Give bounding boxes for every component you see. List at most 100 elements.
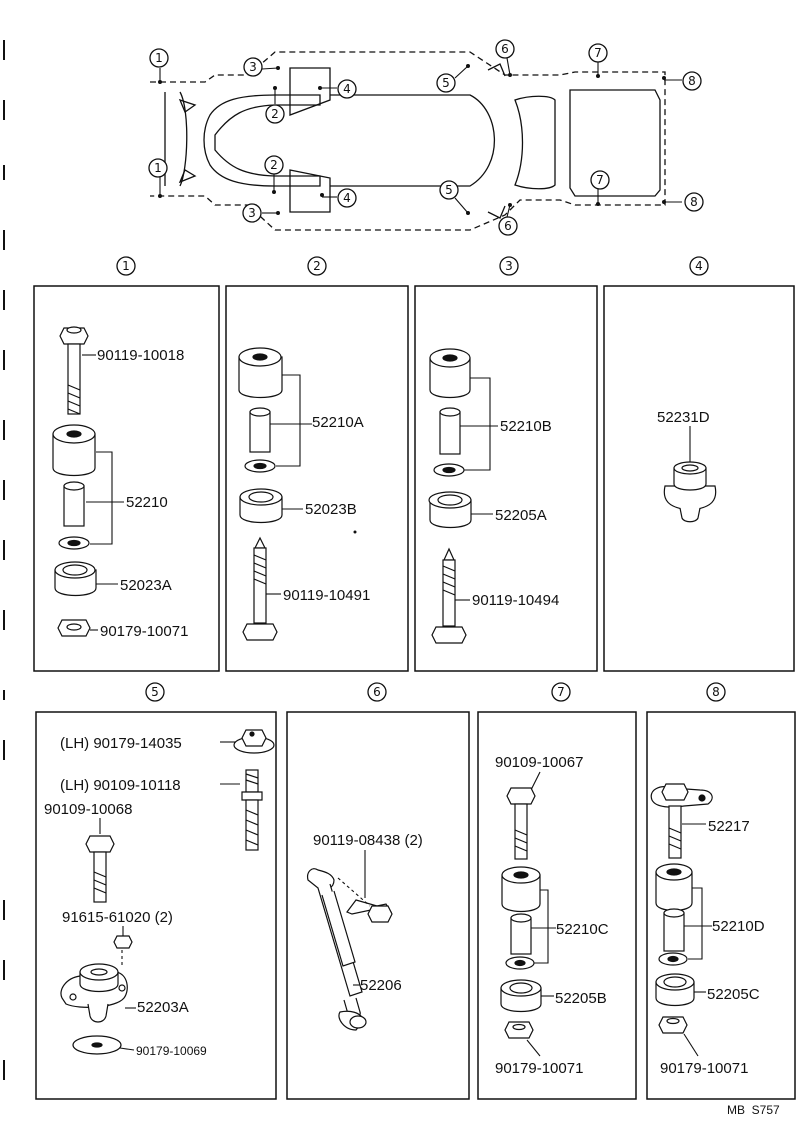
bolt-drawing bbox=[59, 326, 89, 415]
frame-callout: 6 bbox=[498, 216, 518, 236]
part-number: (LH) 90109-10118 bbox=[60, 777, 181, 794]
bolt-drawing bbox=[506, 787, 536, 860]
section-header-1: 1 bbox=[116, 256, 136, 276]
part-number: 90179-10069 bbox=[136, 1044, 207, 1058]
svg-text:4: 4 bbox=[695, 259, 703, 273]
svg-text:7: 7 bbox=[557, 685, 565, 699]
part-number: 52210C bbox=[556, 921, 609, 938]
frame-callout: 1 bbox=[148, 158, 168, 178]
mount-cushion-drawing bbox=[663, 461, 717, 523]
frame-callout: 4 bbox=[337, 188, 357, 208]
svg-text:5: 5 bbox=[445, 183, 453, 197]
part-number: 52205B bbox=[555, 990, 607, 1007]
bracket-bolt-drawing bbox=[650, 783, 713, 859]
frame-overview: 1 1 2 2 3 3 4 4 5 5 6 6 7 7 8 8 bbox=[148, 39, 704, 236]
svg-text:3: 3 bbox=[505, 259, 513, 273]
part-number: 90179-10071 bbox=[100, 623, 188, 640]
part-number: 52210B bbox=[500, 418, 552, 435]
section-header-6: 6 bbox=[367, 682, 387, 702]
section-header-7: 7 bbox=[551, 682, 571, 702]
frame-callout: 5 bbox=[436, 73, 456, 93]
frame-callout: 8 bbox=[684, 192, 704, 212]
part-number: 52023B bbox=[305, 501, 357, 518]
part-number: 52210D bbox=[712, 918, 765, 935]
svg-text:1: 1 bbox=[154, 161, 162, 175]
part-number: 90179-10071 bbox=[495, 1060, 583, 1077]
part-number: 90109-10067 bbox=[495, 754, 583, 771]
section-panel-1 bbox=[33, 285, 220, 672]
cushion-drawing bbox=[52, 424, 97, 637]
frame-callout: 8 bbox=[682, 71, 702, 91]
mount-bracket-drawing bbox=[60, 935, 133, 1055]
section-panel-6 bbox=[286, 711, 470, 1100]
svg-text:8: 8 bbox=[690, 195, 698, 209]
frame-callout: 7 bbox=[588, 43, 608, 63]
svg-text:2: 2 bbox=[271, 107, 279, 121]
part-number: 52217 bbox=[708, 818, 750, 835]
part-number: 90119-10494 bbox=[472, 592, 559, 609]
bolt-drawing bbox=[85, 835, 115, 903]
svg-text:1: 1 bbox=[155, 51, 163, 65]
frame-callout: 3 bbox=[242, 203, 262, 223]
section-header-3: 3 bbox=[499, 256, 519, 276]
svg-text:5: 5 bbox=[151, 685, 159, 699]
frame-callout: 6 bbox=[495, 39, 515, 59]
cushion-drawing bbox=[428, 348, 472, 644]
svg-text:7: 7 bbox=[594, 46, 602, 60]
part-number: 90119-10491 bbox=[283, 587, 370, 604]
part-number: 90179-10071 bbox=[660, 1060, 748, 1077]
frame-callout: 7 bbox=[590, 170, 610, 190]
part-number: 90119-10018 bbox=[97, 347, 184, 364]
part-number: 52203A bbox=[137, 999, 189, 1016]
section-header-4: 4 bbox=[689, 256, 709, 276]
svg-text:1: 1 bbox=[122, 259, 130, 273]
frame-callout: 3 bbox=[243, 57, 263, 77]
part-number: 52210 bbox=[126, 494, 168, 511]
part-number: 52023A bbox=[120, 577, 172, 594]
frame-callout: 2 bbox=[264, 155, 284, 175]
part-number: 90109-10068 bbox=[44, 801, 132, 818]
svg-text:6: 6 bbox=[373, 685, 381, 699]
svg-text:3: 3 bbox=[248, 206, 256, 220]
section-header-8: 8 bbox=[706, 682, 726, 702]
section-panel-4 bbox=[603, 285, 795, 672]
section-header-2: 2 bbox=[307, 256, 327, 276]
cushion-drawing bbox=[238, 347, 283, 641]
part-number: 90119-08438 (2) bbox=[313, 832, 423, 849]
shock-absorber-drawing bbox=[307, 868, 393, 1031]
section-panel-3 bbox=[414, 285, 598, 672]
svg-text:2: 2 bbox=[313, 259, 321, 273]
part-number: 52205C bbox=[707, 986, 760, 1003]
svg-text:6: 6 bbox=[501, 42, 509, 56]
stud-drawing bbox=[241, 769, 263, 851]
part-number: 52205A bbox=[495, 507, 547, 524]
svg-text:5: 5 bbox=[442, 76, 450, 90]
svg-text:6: 6 bbox=[504, 219, 512, 233]
part-number: 91615-61020 (2) bbox=[62, 909, 173, 926]
svg-text:7: 7 bbox=[596, 173, 604, 187]
cushion-drawing bbox=[655, 863, 695, 1034]
frame-callout: 5 bbox=[439, 180, 459, 200]
svg-text:8: 8 bbox=[688, 74, 696, 88]
frame-callout: 4 bbox=[337, 79, 357, 99]
section-header-5: 5 bbox=[145, 682, 165, 702]
svg-text:8: 8 bbox=[712, 685, 720, 699]
frame-callout: 2 bbox=[265, 104, 285, 124]
svg-text:3: 3 bbox=[249, 60, 257, 74]
part-number: 52231D bbox=[657, 409, 710, 426]
section-panel-8 bbox=[646, 711, 796, 1100]
nut-drawing bbox=[233, 729, 275, 754]
part-number: (LH) 90179-14035 bbox=[60, 735, 182, 752]
svg-text:4: 4 bbox=[343, 191, 351, 205]
part-number: 52206 bbox=[360, 977, 402, 994]
section-panel-2 bbox=[225, 285, 409, 672]
part-number: 52210A bbox=[312, 414, 364, 431]
frame-callout: 1 bbox=[149, 48, 169, 68]
svg-text:2: 2 bbox=[270, 158, 278, 172]
section-panel-5 bbox=[35, 711, 277, 1100]
section-panel-7 bbox=[477, 711, 637, 1100]
cushion-drawing bbox=[500, 866, 542, 1039]
diagram-code: MB S757 bbox=[727, 1103, 780, 1117]
svg-text:4: 4 bbox=[343, 82, 351, 96]
